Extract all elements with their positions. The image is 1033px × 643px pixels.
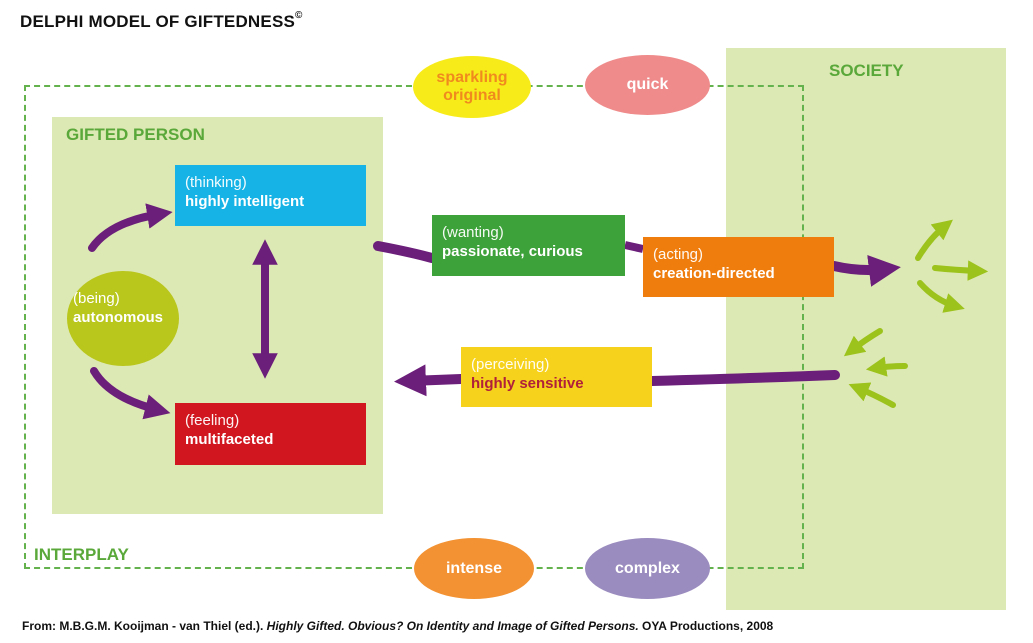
diagram-title: DELPHI MODEL OF GIFTEDNESS© (20, 10, 303, 32)
society-label: SOCIETY (829, 61, 904, 80)
feeling-trait: multifaceted (185, 431, 274, 448)
perceiving-trait: highly sensitive (471, 375, 584, 392)
arrow-tail-wanting (373, 241, 437, 263)
society-panel (726, 48, 1006, 610)
citation-suffix: OYA Productions, 2008 (638, 619, 774, 633)
green-arrow-in-2 (865, 356, 908, 377)
being-trait: autonomous (73, 309, 163, 326)
acting-trait: creation-directed (653, 265, 775, 282)
arrow-perceiving-to-person (394, 364, 466, 397)
original-text: original (443, 87, 501, 104)
thinking-role: (thinking) (185, 174, 247, 191)
acting-box: (acting) creation-directed (643, 237, 834, 297)
quick-text: quick (626, 76, 669, 93)
sparkling-text: sparkling (436, 69, 508, 86)
complex-ellipse: complex (585, 538, 710, 599)
intense-text: intense (445, 559, 502, 577)
acting-role: (acting) (653, 246, 704, 263)
complex-text: complex (615, 559, 680, 577)
wanting-box: (wanting) passionate, curious (432, 215, 625, 276)
being-role: (being) (73, 290, 120, 307)
feeling-role: (feeling) (185, 412, 240, 429)
gifted-person-label: GIFTED PERSON (66, 125, 205, 144)
perceiving-box: (perceiving) highly sensitive (461, 347, 652, 407)
arrow-being-to-thinking (88, 203, 173, 252)
citation-book: Highly Gifted. Obvious? On Identity and … (266, 619, 639, 633)
green-arrow-out-2 (932, 260, 989, 281)
citation: From: M.B.G.M. Kooijman - van Thiel (ed.… (22, 619, 773, 633)
feeling-box: (feeling) multifaceted (175, 403, 366, 465)
sparkling-original-ellipse: sparkling original (413, 56, 531, 118)
green-arrow-in-1 (843, 328, 883, 357)
perceiving-role: (perceiving) (471, 356, 550, 373)
arrow-acting-to-society (829, 255, 901, 287)
interplay-label: INTERPLAY (34, 545, 129, 564)
arrow-being-to-feeling (90, 367, 171, 420)
arrow-society-to-perceiving (647, 370, 840, 386)
thinking-box: (thinking) highly intelligent (175, 165, 366, 226)
green-arrow-in-3 (848, 382, 896, 408)
title-text: DELPHI MODEL OF GIFTEDNESS (20, 12, 296, 31)
wanting-role: (wanting) (442, 224, 504, 241)
citation-prefix: From: M.B.G.M. Kooijman - van Thiel (ed.… (22, 619, 267, 633)
intense-ellipse: intense (414, 538, 534, 599)
thinking-trait: highly intelligent (185, 193, 305, 210)
being-circle: (being) autonomous (67, 271, 179, 366)
quick-ellipse: quick (585, 55, 710, 115)
arrow-wanting-to-acting (624, 241, 644, 253)
copyright-mark: © (295, 10, 303, 22)
green-arrow-out-1 (915, 219, 953, 261)
green-arrow-out-3 (917, 280, 965, 313)
wanting-trait: passionate, curious (442, 243, 583, 260)
